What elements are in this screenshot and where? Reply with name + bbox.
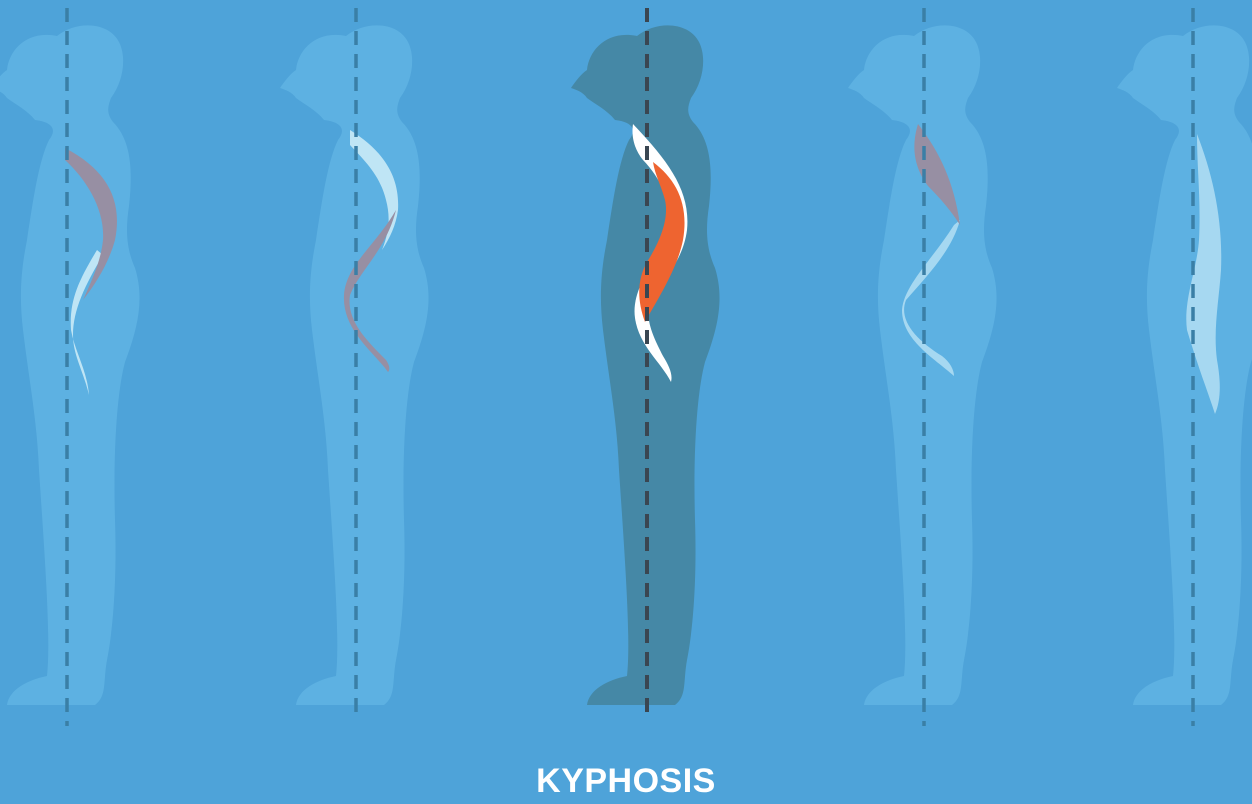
figure-3-kyphosis <box>571 8 720 718</box>
figure-2 <box>280 8 429 718</box>
figure-5 <box>1117 8 1252 726</box>
diagram-title: KYPHOSIS <box>0 762 1252 801</box>
body-silhouette <box>1117 25 1252 705</box>
figure-4 <box>848 8 997 726</box>
body-silhouette <box>0 25 140 705</box>
figure-1 <box>0 8 140 726</box>
